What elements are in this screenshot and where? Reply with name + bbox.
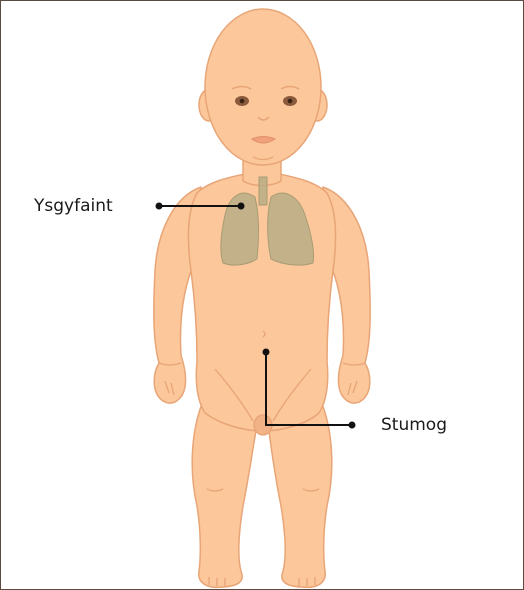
stomach-leader-dot-start: [263, 349, 270, 356]
lungs-leader-dot-end: [238, 203, 245, 210]
baby-figure: [154, 9, 370, 587]
torso: [189, 173, 336, 431]
lungs-leader-dot-start: [156, 203, 163, 210]
lungs-label: Ysgyfaint: [34, 198, 113, 215]
trachea: [259, 177, 267, 205]
stomach-leader-dot-end: [349, 422, 356, 429]
stomach-label: Stumog: [381, 417, 447, 434]
